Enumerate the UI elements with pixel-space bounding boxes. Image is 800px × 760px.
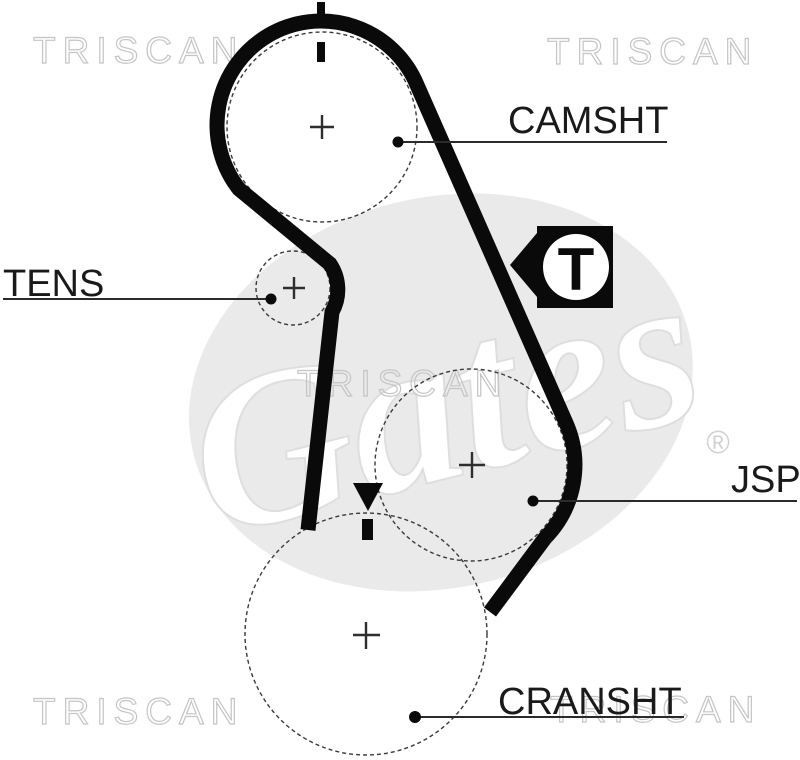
tensioner-label: TENS bbox=[3, 263, 104, 305]
triscan-watermark-bottom-left: TRISCAN bbox=[33, 691, 244, 732]
tensioner-icon-arrow bbox=[510, 233, 537, 297]
camshaft-leader bbox=[392, 136, 667, 148]
crankshaft-timing-mark bbox=[353, 483, 383, 540]
crankshaft-leader bbox=[409, 711, 684, 723]
crankshaft-center-mark bbox=[353, 622, 380, 649]
crankshaft-pulley-circle bbox=[244, 512, 488, 756]
crankshaft-label: CRANSHT bbox=[498, 681, 682, 723]
tensioner-leader bbox=[3, 293, 277, 305]
triscan-watermark-top-left: TRISCAN bbox=[33, 30, 244, 71]
camshaft-label: CAMSHT bbox=[508, 100, 668, 142]
triscan-watermark-bottom-right: TRISCAN bbox=[550, 689, 761, 730]
timing-belt bbox=[209, 13, 583, 617]
tensioner-icon-circle bbox=[543, 234, 609, 300]
camshaft-pulley-circle bbox=[226, 31, 418, 223]
idler-pulley-circle bbox=[374, 368, 568, 562]
idler-center-mark bbox=[459, 452, 485, 478]
triscan-watermark-top-right: TRISCAN bbox=[547, 31, 758, 72]
registered-mark: ® bbox=[706, 424, 730, 460]
camshaft-timing-mark bbox=[317, 2, 325, 62]
tensioner-pulley-circle bbox=[255, 250, 331, 326]
tensioner-center-mark bbox=[283, 277, 305, 299]
tensioner-icon-letter: T bbox=[558, 236, 595, 303]
camshaft-center-mark bbox=[310, 115, 334, 139]
idler-label: JSP bbox=[731, 459, 800, 501]
idler-leader bbox=[527, 495, 797, 507]
tensioner-direction-icon: T bbox=[510, 226, 613, 308]
